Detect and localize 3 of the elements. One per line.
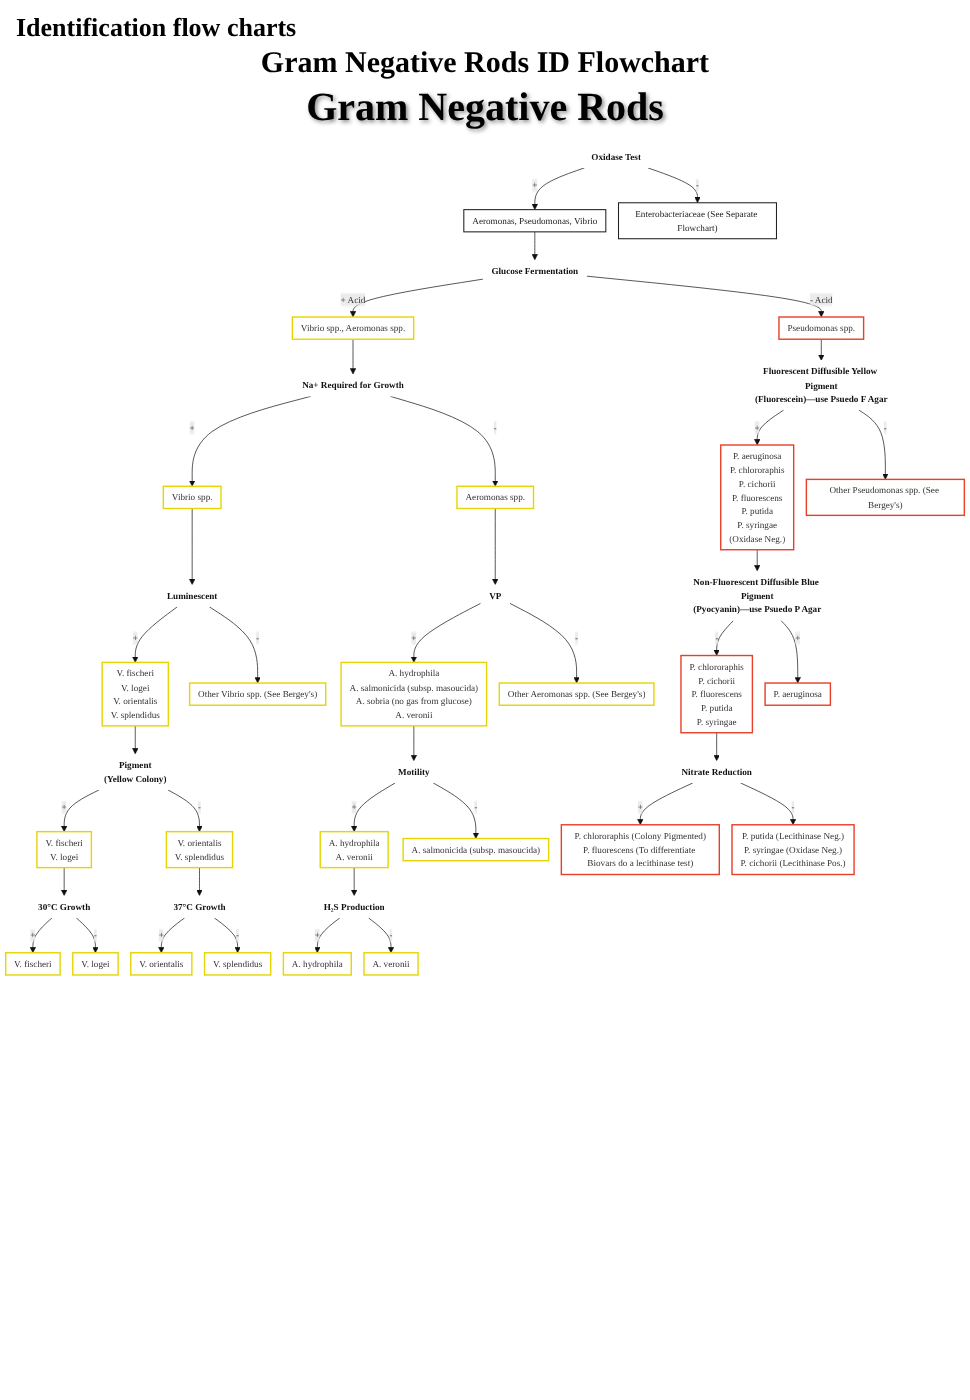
chart-title: Gram Negative Rods ID Flowchart — [258, 48, 712, 82]
page-heading: Identification flow charts — [16, 12, 299, 44]
diagram-heading: Gram Negative Rods — [304, 86, 666, 132]
